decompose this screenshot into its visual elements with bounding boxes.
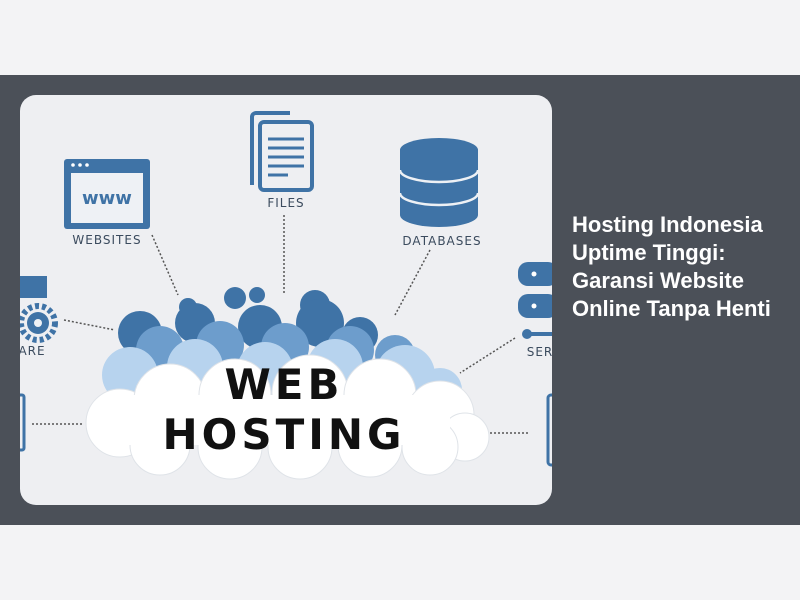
featured-band: www WEBSITES FILES DATABASES ARE bbox=[0, 75, 800, 525]
gear-icon bbox=[20, 276, 58, 343]
article-title[interactable]: Hosting Indonesia Uptime Tinggi: Garansi… bbox=[572, 212, 771, 321]
websites-label: WEBSITES bbox=[72, 233, 141, 247]
web-hosting-illustration: www WEBSITES FILES DATABASES ARE bbox=[20, 111, 552, 480]
files-label: FILES bbox=[267, 196, 304, 210]
software-label: ARE bbox=[20, 344, 46, 358]
connector-lines bbox=[32, 215, 530, 434]
server-icon bbox=[518, 262, 552, 339]
databases-label: DATABASES bbox=[402, 234, 481, 248]
www-text: www bbox=[82, 188, 132, 209]
hosting-heading: HOSTING bbox=[162, 410, 405, 459]
website-window-icon: www bbox=[64, 159, 150, 229]
files-icon bbox=[250, 111, 314, 192]
device-icon bbox=[546, 393, 552, 467]
featured-image: www WEBSITES FILES DATABASES ARE bbox=[20, 95, 552, 505]
device-icon bbox=[20, 393, 26, 452]
web-heading: WEB bbox=[224, 360, 343, 409]
database-icon bbox=[398, 138, 480, 227]
cloud-icon bbox=[85, 287, 490, 480]
servers-label: SER bbox=[527, 345, 552, 359]
